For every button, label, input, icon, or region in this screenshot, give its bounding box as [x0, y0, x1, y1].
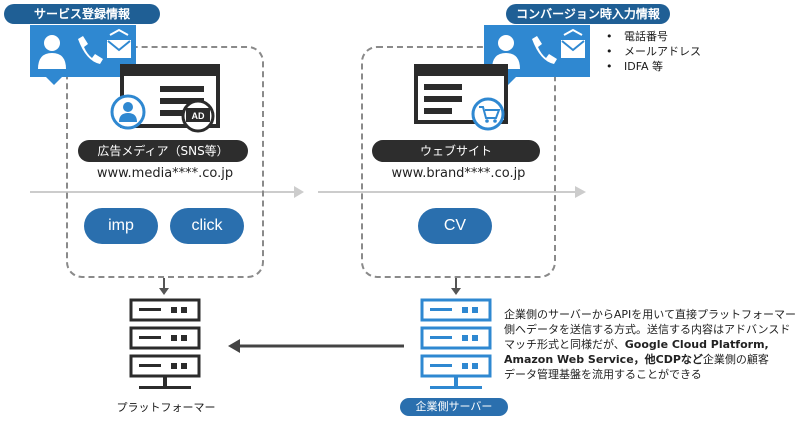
cv-button[interactable]: CV	[418, 208, 492, 244]
platform-label: プラットフォーマー	[116, 401, 216, 414]
media-illustration: AD	[110, 64, 220, 133]
imp-button[interactable]: imp	[84, 208, 158, 244]
desc-line: Amazon Web Service，他CDPなど企業側の顧客	[504, 352, 796, 367]
mail-icon	[561, 28, 585, 58]
ad-icon: AD	[181, 99, 215, 133]
user-icon	[110, 94, 146, 130]
company-server-icon	[420, 298, 492, 389]
click-button[interactable]: click	[170, 208, 244, 244]
cart-icon	[471, 97, 505, 131]
server-label: 企業側サーバー	[400, 398, 508, 416]
desc-span: マッチ形式と同様だが、	[504, 338, 625, 351]
attribute-item: 電話番号	[602, 29, 701, 44]
desc-span: 企業側の顧客	[702, 353, 769, 366]
desc-bold: Google Cloud Platform,	[624, 338, 769, 351]
platform-server-icon	[129, 298, 201, 389]
data-send-arrow	[228, 339, 404, 353]
browser-icon	[120, 64, 220, 128]
connector-left	[159, 278, 169, 295]
media-title: 広告メディア（SNS等）	[78, 140, 248, 162]
website-frame	[361, 46, 556, 278]
contact-card-left	[30, 25, 136, 77]
connector-right	[451, 278, 461, 295]
media-frame	[66, 46, 264, 278]
phone-icon	[78, 36, 103, 64]
desc-line: マッチ形式と同様だが、Google Cloud Platform,	[504, 337, 796, 352]
card-left-tail	[46, 77, 62, 85]
flow-line	[30, 186, 586, 198]
desc-bold: Amazon Web Service，他CDPなど	[504, 353, 703, 366]
contact-icons-left	[38, 28, 131, 69]
description-text: 企業側のサーバーからAPIを用いて直接プラットフォーマー 側へデータを送信する方…	[504, 307, 796, 382]
mail-icon	[107, 28, 131, 58]
attribute-item: IDFA 等	[602, 59, 701, 74]
browser-icon	[414, 64, 508, 124]
conversion-info-label: コンバージョン時入力情報	[506, 4, 670, 24]
desc-line: 側へデータを送信する方式。送信する内容はアドバンスド	[504, 323, 791, 336]
website-url: www.brand****.co.jp	[391, 166, 526, 181]
desc-line: 企業側のサーバーからAPIを用いて直接プラットフォーマー	[504, 308, 796, 321]
attribute-list: 電話番号 メールアドレス IDFA 等	[602, 29, 701, 74]
attribute-item: メールアドレス	[602, 44, 701, 59]
media-url: www.media****.co.jp	[96, 166, 234, 181]
service-info-label: サービス登録情報	[4, 4, 160, 24]
ad-badge-text: AD	[192, 111, 205, 121]
website-title: ウェブサイト	[372, 140, 540, 162]
desc-line: データ管理基盤を流用することができる	[504, 368, 702, 381]
user-icon	[38, 35, 66, 69]
website-illustration	[414, 64, 508, 131]
phone-icon	[532, 36, 557, 64]
